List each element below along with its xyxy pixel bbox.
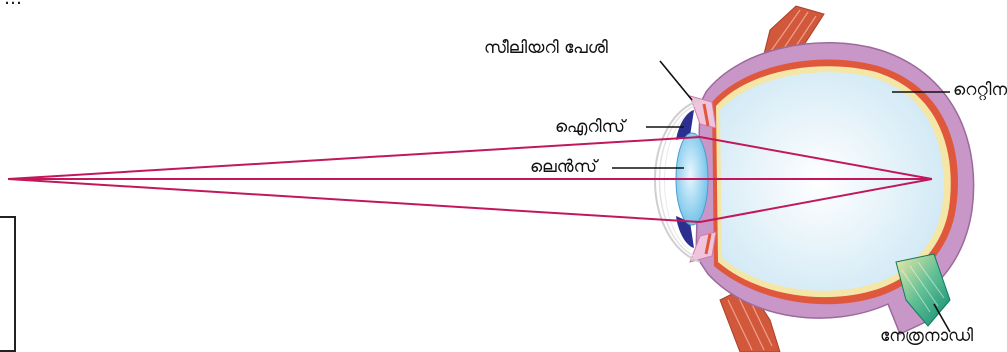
label-lens: ലെൻസ് (530, 157, 597, 177)
label-ciliary-muscle: സീലിയറി പേശി (484, 38, 608, 58)
label-retina: റെറ്റിന (953, 80, 1007, 100)
label-iris: ഐറിസ് (555, 117, 625, 137)
leader-ciliary (660, 61, 692, 100)
label-optic-nerve: നേത്രനാഡി (880, 326, 973, 346)
vitreous-body (720, 72, 943, 290)
